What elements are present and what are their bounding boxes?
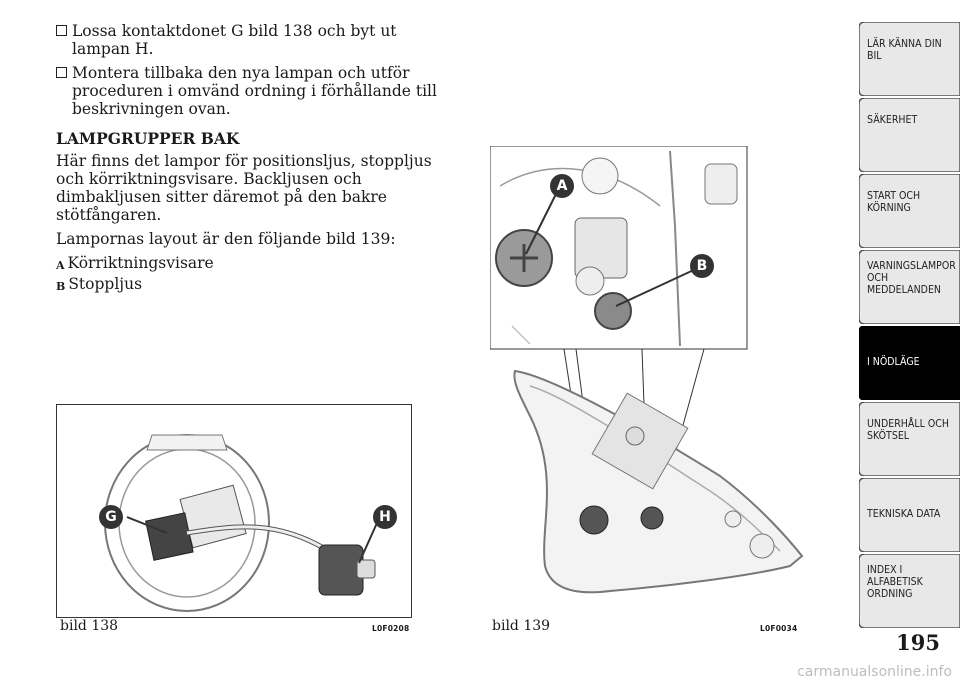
body-text: Lossa kontaktdonet G bild 138 och byt ut… bbox=[56, 22, 456, 296]
legend-item-b: B Stoppljus bbox=[56, 275, 143, 293]
section-heading: LAMPGRUPPER BAK bbox=[56, 129, 240, 148]
bulb-connector-illustration bbox=[104, 434, 378, 612]
legend-item-a: A Körriktningsvisare bbox=[56, 254, 214, 272]
page-number: 195 bbox=[896, 630, 940, 655]
figure-caption-138: bild 138 bbox=[60, 618, 119, 634]
tab-underhall-och-skotsel[interactable]: UNDERHÅLL OCH SKÖTSEL bbox=[859, 402, 960, 476]
checkbox-bullet-icon bbox=[56, 67, 67, 78]
callout-g: G bbox=[99, 505, 123, 529]
figure-139: A B bbox=[489, 145, 810, 616]
instruction-bullet: Lossa kontaktdonet G bild 138 och byt ut… bbox=[56, 22, 456, 58]
figure-caption-139: bild 139 bbox=[492, 618, 551, 634]
tab-tekniska-data[interactable]: TEKNISKA DATA bbox=[859, 478, 960, 552]
figure-code-139: L0F0034 bbox=[760, 624, 798, 633]
callout-b: B bbox=[690, 254, 714, 278]
checkbox-bullet-icon bbox=[56, 25, 67, 36]
callout-a: A bbox=[550, 174, 574, 198]
tab-start-och-korning[interactable]: START OCH KÖRNING bbox=[859, 174, 960, 248]
watermark: carmanualsonline.info bbox=[797, 664, 952, 680]
rear-lamp-illustration bbox=[489, 145, 804, 594]
tab-i-nodlage[interactable]: I NÖDLÄGE bbox=[859, 326, 960, 400]
paragraph: Lampornas layout är den följande bild 13… bbox=[56, 230, 396, 248]
callout-h: H bbox=[373, 505, 397, 529]
tab-shape-icon bbox=[859, 22, 960, 96]
tab-shape-icon bbox=[859, 98, 960, 172]
paragraph: Här finns det lampor för positionsljus, … bbox=[56, 152, 432, 224]
figure-code-138: L0F0208 bbox=[372, 624, 410, 633]
instruction-bullet: Montera tillbaka den nya lampan och utfö… bbox=[56, 64, 456, 118]
chapter-tabs: LÄR KÄNNA DIN BIL SÄKERHET START OCH KÖR… bbox=[859, 22, 960, 630]
tab-index[interactable]: INDEX I ALFABETISK ORDNING bbox=[859, 554, 960, 628]
figure-138: G H bbox=[56, 404, 412, 618]
tab-varningslampor[interactable]: VARNINGSLAMPOR OCH MEDDELANDEN bbox=[859, 250, 960, 324]
tab-lar-kanna-din-bil[interactable]: LÄR KÄNNA DIN BIL bbox=[859, 22, 960, 96]
tab-sakerhet[interactable]: SÄKERHET bbox=[859, 98, 960, 172]
